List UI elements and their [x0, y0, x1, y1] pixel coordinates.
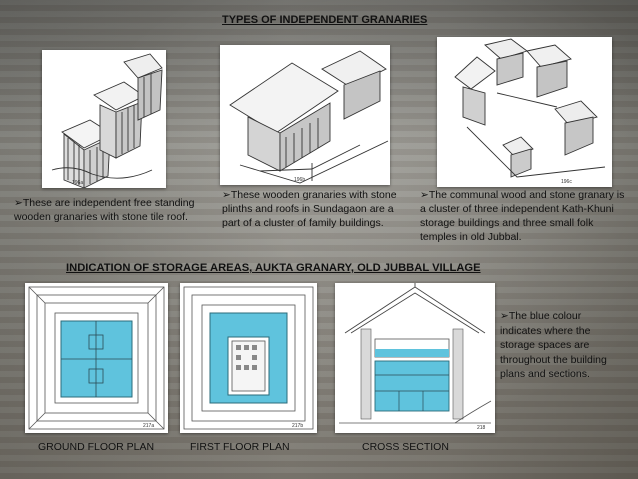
bullet-arrow-icon: ➢ — [500, 310, 509, 322]
sketch-sundagaon-granaries: 196b — [220, 45, 390, 185]
first-floor-plan-number: 217b — [292, 423, 303, 429]
sketch-communal-cluster: 196c — [437, 37, 612, 187]
ground-floor-plan-drawing: 217a — [28, 286, 165, 430]
sketch-2-drawing: 196b — [229, 50, 389, 184]
page-title: TYPES OF INDEPENDENT GRANARIES — [222, 14, 428, 26]
bullet-arrow-icon: ➢ — [222, 189, 231, 201]
caption-first-floor-plan: FIRST FLOOR PLAN — [190, 441, 290, 453]
sketch-2-number: 196b — [294, 177, 305, 183]
section-title: INDICATION OF STORAGE AREAS, AUKTA GRANA… — [66, 262, 481, 274]
cross-section-number: 218 — [477, 425, 486, 431]
sketch-3-drawing: 196c — [454, 38, 606, 185]
bullet-arrow-icon: ➢ — [420, 189, 429, 201]
sketch-1-number: 196a — [72, 180, 83, 186]
description-3: ➢The communal wood and stone granary is … — [420, 189, 625, 243]
caption-ground-floor-plan: GROUND FLOOR PLAN — [38, 441, 155, 453]
cross-section-drawing: 218 — [339, 283, 492, 431]
caption-cross-section: CROSS SECTION — [362, 441, 449, 453]
first-floor-plan: 217b — [180, 283, 317, 433]
sketch-1-drawing: 196a — [51, 53, 163, 188]
ground-floor-plan-number: 217a — [143, 423, 154, 429]
sketch-3-number: 196c — [561, 179, 572, 185]
sketch-free-standing-granaries: 196a — [42, 50, 166, 188]
description-2: ➢These wooden granaries with stone plint… — [222, 189, 397, 229]
ground-floor-plan: 217a — [25, 283, 168, 433]
cross-section: 218 — [335, 283, 495, 433]
storage-note: ➢The blue colour indicates where the sto… — [500, 310, 607, 380]
bullet-arrow-icon: ➢ — [14, 197, 23, 209]
description-1: ➢These are independent free standing woo… — [14, 197, 195, 223]
first-floor-plan-drawing: 217b — [183, 286, 314, 430]
